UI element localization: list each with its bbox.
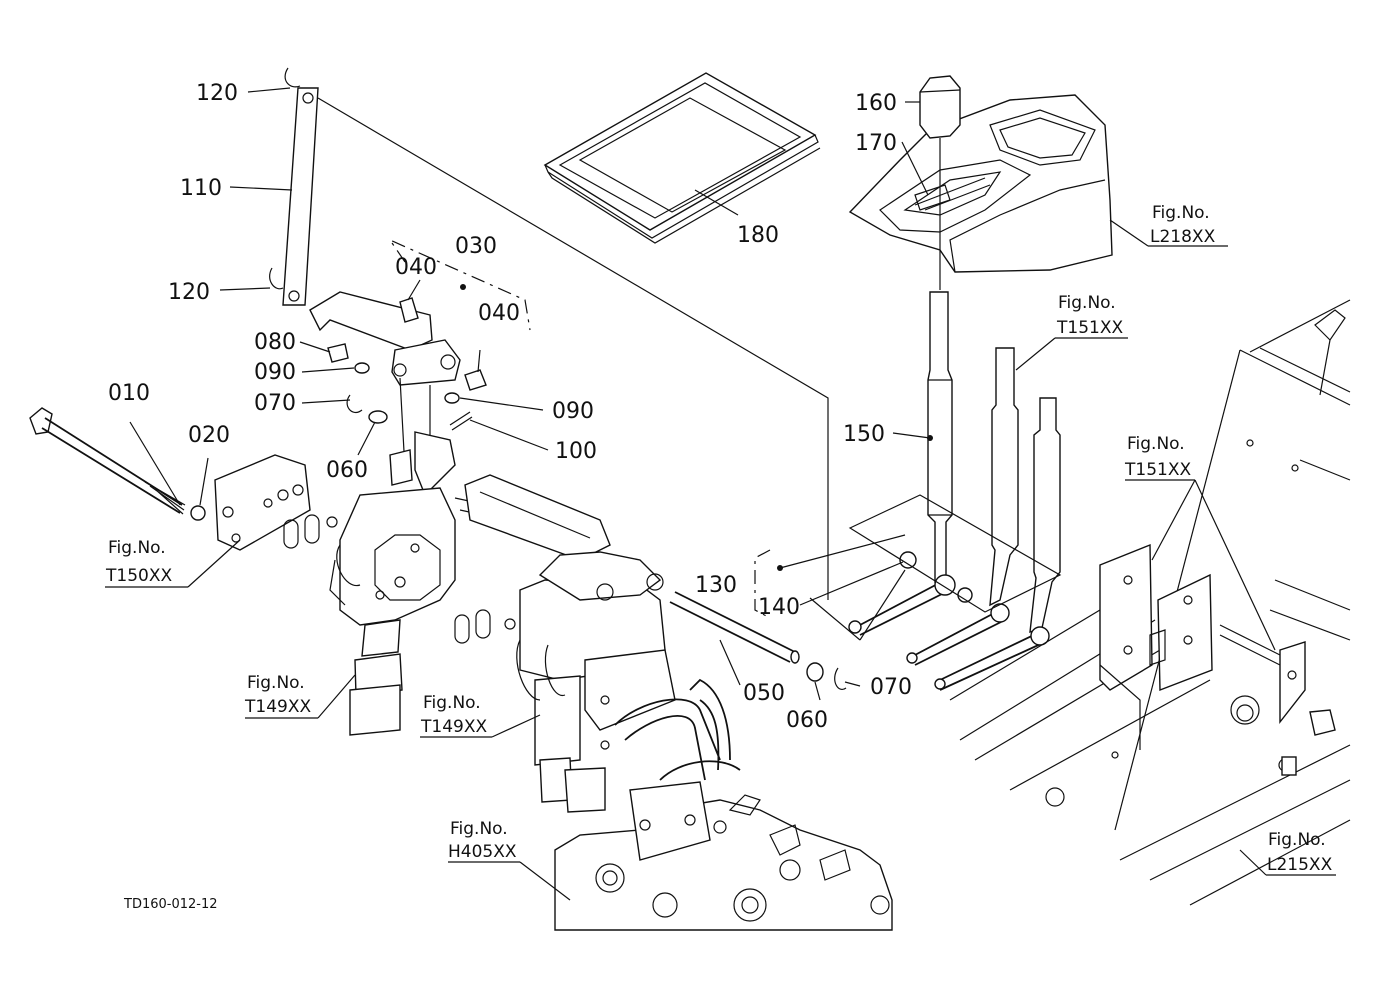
- o-rings: [283, 514, 516, 644]
- fig-ref-code: T151XX: [1056, 318, 1123, 338]
- part-labels: 010 020 030 040 040 050 060 060 070 070 …: [108, 81, 912, 733]
- label-020: 020: [188, 423, 230, 448]
- fig-ref-code: H405XX: [448, 842, 517, 862]
- drawing-code: TD160-012-12: [123, 897, 218, 912]
- label-160: 160: [855, 91, 897, 116]
- fig-ref-code: T151XX: [1124, 460, 1191, 480]
- console-housing: [848, 94, 1113, 273]
- fig-ref-code: T150XX: [105, 566, 172, 586]
- fig-ref-caption: Fig.No.: [1058, 293, 1116, 313]
- long-bolt: [29, 407, 206, 521]
- label-150: 150: [843, 422, 885, 447]
- fig-ref-code: T149XX: [244, 697, 311, 717]
- label-040-b: 040: [478, 301, 520, 326]
- fig-ref-code: L218XX: [1150, 227, 1216, 247]
- label-110: 110: [180, 176, 222, 201]
- control-valve-left: [329, 487, 586, 736]
- label-140: 140: [758, 595, 800, 620]
- label-060-b: 060: [786, 708, 828, 733]
- fig-ref-caption: Fig.No.: [1152, 203, 1210, 223]
- label-100: 100: [555, 439, 597, 464]
- label-050: 050: [743, 681, 785, 706]
- label-120-a: 120: [196, 81, 238, 106]
- fig-ref-code: T149XX: [420, 717, 487, 737]
- manual-booklet: [543, 72, 821, 244]
- control-levers: [848, 291, 1061, 691]
- fig-ref-caption: Fig.No.: [247, 673, 305, 693]
- label-090-a: 090: [254, 360, 296, 385]
- fig-ref-caption: Fig.No.: [108, 538, 166, 558]
- label-010: 010: [108, 381, 150, 406]
- label-040-a: 040: [395, 255, 437, 280]
- fig-ref-caption: Fig.No.: [423, 693, 481, 713]
- label-070-a: 070: [254, 391, 296, 416]
- figure-references: Fig.No. T150XX Fig.No. T149XX Fig.No. T1…: [105, 203, 1333, 875]
- frame-structure: [949, 299, 1351, 906]
- label-060-a: 060: [326, 458, 368, 483]
- label-090-b: 090: [552, 399, 594, 424]
- link-rod: [269, 67, 319, 306]
- leader-lines: [105, 87, 1336, 901]
- label-120-b: 120: [168, 280, 210, 305]
- hydraulic-housing: [554, 781, 893, 931]
- label-080: 080: [254, 330, 296, 355]
- fig-ref-caption: Fig.No.: [450, 819, 508, 839]
- lever-bracket: [309, 291, 487, 497]
- label-030: 030: [455, 234, 497, 259]
- fig-ref-caption: Fig.No.: [1268, 830, 1326, 850]
- label-180: 180: [737, 223, 779, 248]
- hydraulic-pipes: [614, 678, 741, 781]
- pivot-pin: [669, 591, 847, 690]
- fig-ref-code: L215XX: [1267, 855, 1333, 875]
- end-plate: [214, 454, 311, 551]
- lever-knob: [919, 75, 961, 139]
- label-130: 130: [695, 573, 737, 598]
- label-170: 170: [855, 131, 897, 156]
- label-070-b: 070: [870, 675, 912, 700]
- control-valve-main: [464, 474, 676, 813]
- fig-ref-caption: Fig.No.: [1127, 434, 1185, 454]
